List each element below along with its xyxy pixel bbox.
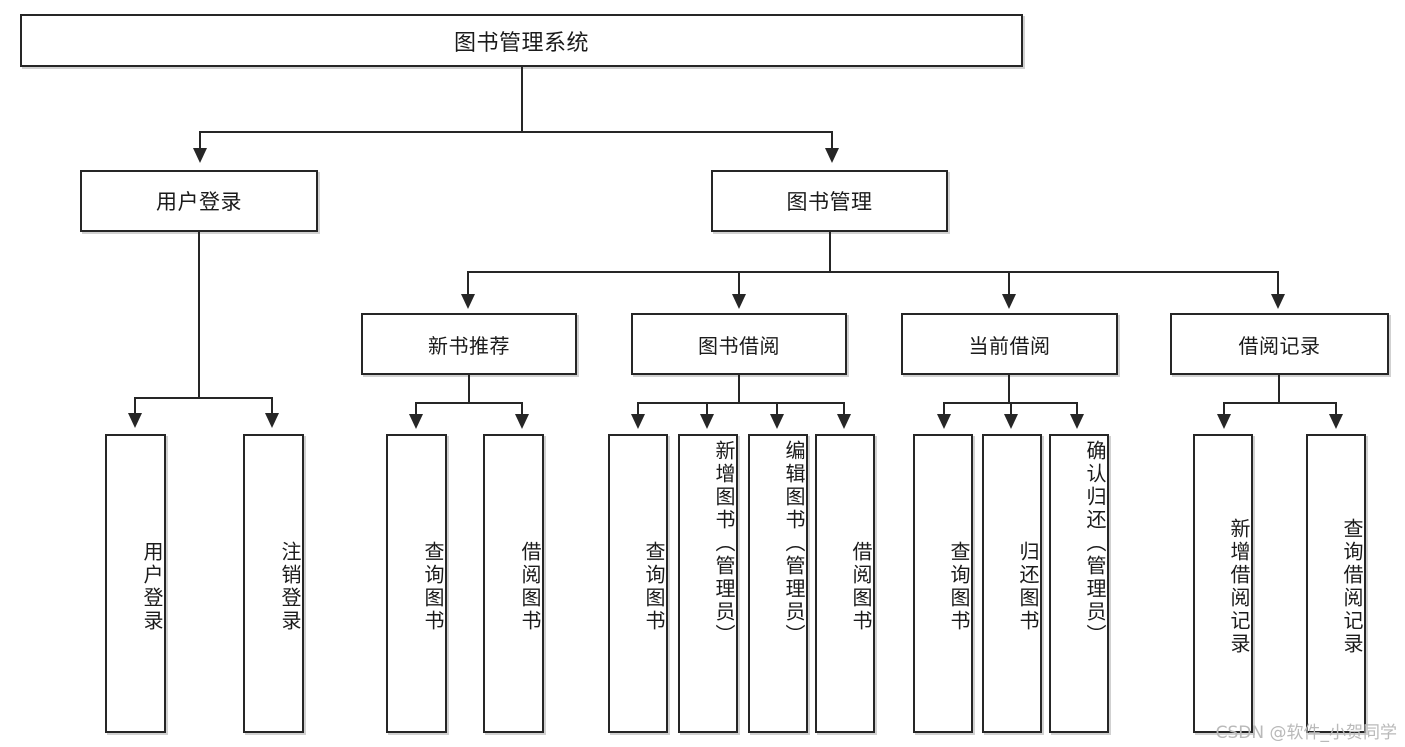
- connector-new-book-branch-2: [521, 402, 523, 416]
- connector-borrow-record-branch-1: [1223, 402, 1225, 416]
- leaf-borrow-book[interactable]: 借阅图书: [815, 434, 875, 733]
- connector-new-book-stem: [468, 375, 470, 403]
- connector-to-new-book: [467, 271, 469, 296]
- node-label: 查询图书: [642, 540, 666, 633]
- leaf-logout-login[interactable]: 注销登录: [243, 434, 304, 733]
- connector-borrow-record-bus: [1223, 402, 1337, 404]
- connector-to-book-borrow: [738, 271, 740, 296]
- connector-new-book-bus: [415, 402, 522, 404]
- node-label: 新增图书（管理员）: [712, 440, 736, 647]
- arrowhead-book-borrow-4: [837, 414, 851, 429]
- node-label: 归还图书: [1016, 540, 1040, 633]
- leaf-add-book-admin[interactable]: 新增图书（管理员）: [678, 434, 738, 733]
- arrowhead-book-borrow-3: [770, 414, 784, 429]
- connector-current-borrow-stem: [1008, 375, 1010, 403]
- node-label: 借阅记录: [1238, 333, 1321, 358]
- connector-user-login-branch-1: [134, 397, 136, 415]
- node-user-login[interactable]: 用户登录: [80, 170, 318, 232]
- node-label: 新书推荐: [428, 333, 510, 358]
- node-current-borrow[interactable]: 当前借阅: [901, 313, 1118, 375]
- arrowhead-to-current-borrow: [1002, 294, 1016, 309]
- node-label: 确认归还（管理员）: [1083, 440, 1107, 647]
- connector-root-bus: [199, 131, 833, 133]
- connector-to-current-borrow: [1008, 271, 1010, 296]
- leaf-user-login[interactable]: 用户登录: [105, 434, 166, 733]
- arrowhead-leaf-user-login-2: [265, 413, 279, 428]
- node-label: 编辑图书（管理员）: [782, 440, 806, 647]
- leaf-query-book-recommend[interactable]: 查询图书: [386, 434, 447, 733]
- leaf-add-borrow-record[interactable]: 新增借阅记录: [1193, 434, 1253, 733]
- connector-user-login-bus: [134, 397, 272, 399]
- connector-current-borrow-branch-2: [1010, 402, 1012, 416]
- node-label: 借阅图书: [849, 540, 873, 633]
- node-label: 注销登录: [278, 540, 302, 633]
- arrowhead-to-book-borrow: [732, 294, 746, 309]
- leaf-edit-book-admin[interactable]: 编辑图书（管理员）: [748, 434, 808, 733]
- node-book-borrow[interactable]: 图书借阅: [631, 313, 847, 375]
- connector-book-borrow-branch-3: [776, 402, 778, 416]
- node-label: 用户登录: [156, 190, 242, 214]
- arrowhead-to-book-manage: [825, 148, 839, 163]
- node-new-book-recommend[interactable]: 新书推荐: [361, 313, 577, 375]
- node-label: 新增借阅记录: [1227, 517, 1251, 656]
- arrowhead-current-borrow-2: [1004, 414, 1018, 429]
- connector-to-borrow-record: [1277, 271, 1279, 296]
- leaf-borrow-book-recommend[interactable]: 借阅图书: [483, 434, 544, 733]
- arrowhead-to-new-book: [461, 294, 475, 309]
- connector-book-borrow-bus: [637, 402, 845, 404]
- arrowhead-to-user-login: [193, 148, 207, 163]
- leaf-return-book[interactable]: 归还图书: [982, 434, 1042, 733]
- arrowhead-borrow-record-1: [1217, 414, 1231, 429]
- connector-borrow-record-stem: [1278, 375, 1280, 403]
- node-label: 查询借阅记录: [1340, 517, 1364, 656]
- connector-user-login-branch-2: [271, 397, 273, 415]
- node-root-system[interactable]: 图书管理系统: [20, 14, 1023, 67]
- connector-book-borrow-stem: [738, 375, 740, 403]
- node-label: 查询图书: [421, 540, 445, 633]
- leaf-query-borrow-record[interactable]: 查询借阅记录: [1306, 434, 1366, 733]
- node-label: 图书管理: [786, 190, 873, 214]
- csdn-watermark: CSDN @软件_小贺同学: [1215, 723, 1397, 743]
- arrowhead-borrow-record-2: [1329, 414, 1343, 429]
- leaf-confirm-return-admin[interactable]: 确认归还（管理员）: [1049, 434, 1109, 733]
- leaf-query-book-current[interactable]: 查询图书: [913, 434, 973, 733]
- connector-root-to-book-manage: [831, 131, 833, 151]
- arrowhead-book-borrow-1: [631, 414, 645, 429]
- arrowhead-to-borrow-record: [1271, 294, 1285, 309]
- connector-new-book-branch-1: [415, 402, 417, 416]
- arrowhead-new-book-1: [409, 414, 423, 429]
- node-label: 图书借阅: [698, 333, 780, 358]
- node-borrow-record[interactable]: 借阅记录: [1170, 313, 1389, 375]
- arrowhead-current-borrow-1: [937, 414, 951, 429]
- arrowhead-current-borrow-3: [1070, 414, 1084, 429]
- node-label: 查询图书: [947, 540, 971, 633]
- connector-root-stem: [521, 67, 523, 132]
- connector-book-borrow-branch-1: [637, 402, 639, 416]
- node-label: 用户登录: [140, 540, 164, 633]
- arrowhead-leaf-user-login-1: [128, 413, 142, 428]
- leaf-query-book-borrow[interactable]: 查询图书: [608, 434, 668, 733]
- connector-book-manage-stem: [829, 232, 831, 272]
- connector-book-borrow-branch-2: [706, 402, 708, 416]
- connector-root-to-user-login: [199, 131, 201, 151]
- connector-user-login-stem: [198, 232, 200, 398]
- connector-current-borrow-branch-1: [943, 402, 945, 416]
- node-book-management[interactable]: 图书管理: [711, 170, 948, 232]
- arrowhead-new-book-2: [515, 414, 529, 429]
- arrowhead-book-borrow-2: [700, 414, 714, 429]
- node-label: 当前借阅: [968, 333, 1051, 358]
- node-label: 借阅图书: [518, 540, 542, 633]
- connector-current-borrow-branch-3: [1076, 402, 1078, 416]
- connector-level3-bus: [467, 271, 1279, 273]
- connector-book-borrow-branch-4: [843, 402, 845, 416]
- connector-borrow-record-branch-2: [1335, 402, 1337, 416]
- node-label: 图书管理系统: [453, 30, 589, 56]
